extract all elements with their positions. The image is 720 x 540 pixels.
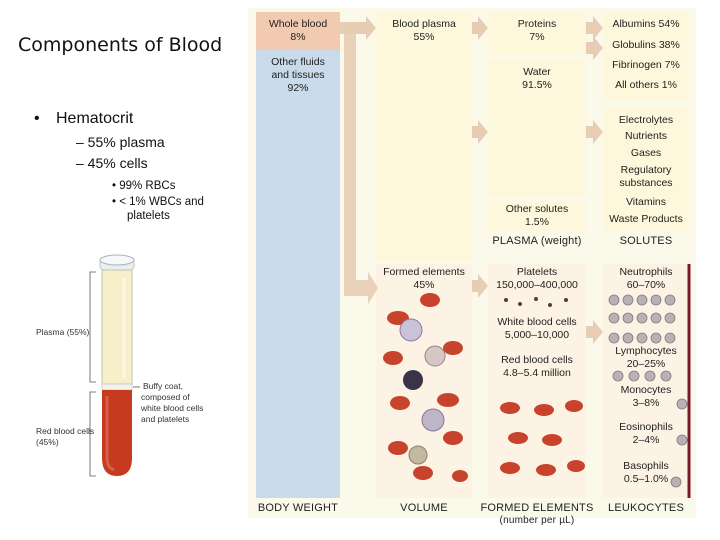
globulins-label: Globulins 38% [612,39,680,51]
eosinophils-label-1: Eosinophils [619,421,673,433]
solutes-caption: SOLUTES [619,235,673,247]
water-label-1: Water [523,66,551,78]
bullet-hematocrit: • Hematocrit [34,110,133,128]
regulatory-label-1: Regulatory [620,164,672,176]
formed-elements-unit-caption: (number per µL) [499,515,575,526]
leukocytes-caption: LEUKOCYTES [608,502,684,514]
formed-elements-label-2: 45% [413,279,435,291]
sub-bullet-cells: – 45% cells [76,155,148,171]
sub-bullet-plasma: – 55% plasma [76,134,165,150]
subsub-bullet-wbc: • < 1% WBCs and [112,196,204,208]
volume-rbcs [383,293,468,482]
blood-plasma-label-2: 55% [413,31,435,43]
plasma-weight-caption: PLASMA (weight) [492,235,582,247]
whole-blood-label-2: 8% [290,31,306,43]
platelet-dots [504,297,568,307]
formed-elements-caption: FORMED ELEMENTS [480,502,594,514]
other-fluids-label-2: and tissues [271,69,325,81]
protein-types-box [603,12,689,100]
arrows [340,16,603,344]
volume-caption: VOLUME [400,502,448,514]
basophils-label-2: 0.5–1.0% [623,473,669,485]
bullet-text: Hematocrit [56,110,134,127]
formed-elements-label-1: Formed elements [383,266,465,278]
electrolytes-label: Electrolytes [618,114,674,126]
eosinophils-label-2: 2–4% [632,434,660,446]
rbc-label-1: Red blood cells [501,354,573,366]
tube-buffy-label-1: Buffy coat, [143,381,184,391]
albumins-label: Albumins 54% [612,18,680,30]
gases-label: Gases [630,147,662,159]
subsub-bullet-rbc: • 99% RBCs [112,180,176,192]
wbc-label-1: White blood cells [497,316,577,328]
regulatory-label-2: substances [619,177,673,189]
tube-buffy-label-2: composed of [141,392,190,402]
other-solutes-box [488,201,586,231]
other-fluids-label-1: Other fluids [271,56,325,68]
blood-composition-diagram: Whole blood 8% Other fluids and tissues … [248,8,696,526]
other-fluids-label-3: 92% [287,82,309,94]
blood-plasma-label-1: Blood plasma [392,18,456,30]
whole-blood-box [256,12,340,50]
slide-title: Components of Blood [18,34,223,56]
leukocyte-icons [608,294,688,488]
solutes-box [603,108,689,231]
rbc-label-2: 4.8–5.4 million [503,367,571,379]
other-fluids-box [256,50,340,498]
fibrinogen-label: Fibrinogen 7% [612,59,680,71]
wbc-label-2: 5,000–10,000 [504,329,570,341]
tube-plasma-label: Plasma (55%) [36,327,90,337]
monocytes-label-2: 3–8% [632,397,660,409]
lymphocytes-label-1: Lymphocytes [615,345,677,357]
bullet-dot: • [34,110,40,127]
lymphocytes-label-2: 20–25% [626,358,666,370]
water-label-2: 91.5% [522,79,552,91]
monocytes-label-1: Monocytes [620,384,672,396]
waste-label: Waste Products [609,213,683,225]
whole-blood-label-1: Whole blood [268,18,328,30]
tube-buffy-label-3: white blood cells [141,403,204,413]
all-others-label: All others 1% [615,79,677,91]
platelets-label-2: 150,000–400,000 [496,279,578,291]
diagram-graphics [256,12,691,498]
tube-buffy-label-4: and platelets [141,414,190,424]
basophils-label-1: Basophils [623,460,669,472]
test-tube-illustration [89,254,140,477]
water-box [488,60,586,198]
neutrophils-label-1: Neutrophils [619,266,673,278]
subsub-bullet-wbc-cont: platelets [127,210,170,222]
other-solutes-label-1: Other solutes [505,203,569,215]
nutrients-label: Nutrients [624,130,667,142]
vitamins-label: Vitamins [625,196,667,208]
proteins-label-1: Proteins [517,18,557,30]
plasma-volume-box [376,12,472,262]
body-weight-caption: BODY WEIGHT [257,502,339,514]
proteins-label-2: 7% [529,31,545,43]
formed-elements-box [488,264,586,498]
other-solutes-label-2: 1.5% [525,216,549,228]
formed-rbcs [500,400,585,476]
tube-rbc-label-2: (45%) [36,437,59,447]
proteins-box [488,12,586,56]
platelets-label-1: Platelets [516,266,558,278]
tube-rbc-label-1: Red blood cells [36,426,95,436]
neutrophils-label-2: 60–70% [626,279,666,291]
